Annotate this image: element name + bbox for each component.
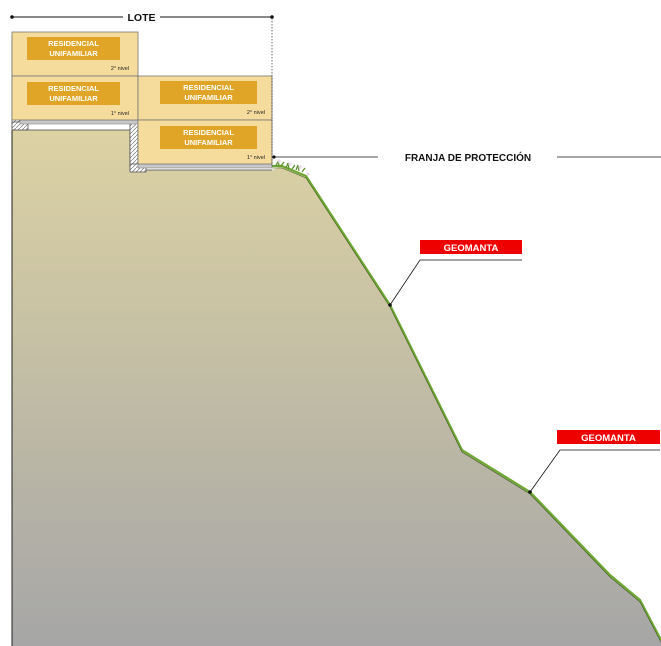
building-2-floor-1-level: 1° nivel bbox=[247, 155, 265, 161]
building-1-floor-1-label-line2: UNIFAMILIAR bbox=[49, 94, 98, 103]
lote-dimension-left-dot bbox=[10, 15, 14, 19]
building-2-floor-1-label-line1: RESIDENCIAL bbox=[183, 128, 234, 137]
slab-right bbox=[137, 163, 273, 169]
building-2: RESIDENCIAL UNIFAMILIAR 2° nivel RESIDEN… bbox=[137, 75, 273, 165]
building-1-floor-1-level: 1° nivel bbox=[111, 111, 129, 117]
geomanta-upper-leader-dot bbox=[388, 303, 392, 307]
geomanta-lower-leader-dot bbox=[528, 490, 532, 494]
protection-strip-leader-dot bbox=[272, 155, 276, 159]
building-1-floor-1-label-box bbox=[27, 82, 120, 105]
protection-strip-label: FRANJA DE PROTECCIÓN bbox=[405, 151, 531, 164]
foundation-right-wall bbox=[129, 121, 139, 167]
geomanta-callout-upper: GEOMANTA bbox=[388, 240, 522, 307]
building-1-floor-2-level: 2° nivel bbox=[111, 66, 129, 72]
geomanta-lower-label: GEOMANTA bbox=[581, 433, 636, 444]
building-1-floor-1-label-line1: RESIDENCIAL bbox=[48, 84, 99, 93]
lote-dimension-right-dot bbox=[270, 15, 274, 19]
building-2-floor-2-label-line2: UNIFAMILIAR bbox=[184, 93, 233, 102]
slope-edge-line bbox=[272, 167, 661, 643]
geomanta-upper-leader bbox=[389, 259, 522, 306]
slab-left bbox=[19, 119, 139, 125]
geomanta-callout-lower: GEOMANTA bbox=[528, 430, 660, 494]
building-2-floor-2-level: 2° nivel bbox=[247, 110, 265, 116]
building-2-floor-2-label-box bbox=[160, 81, 257, 104]
geomanta-line bbox=[272, 164, 661, 641]
lote-title: LOTE bbox=[128, 12, 156, 24]
protection-strip-flowers bbox=[277, 159, 310, 176]
building-2-floor-2-label-line1: RESIDENCIAL bbox=[183, 83, 234, 92]
building-1: RESIDENCIAL UNIFAMILIAR 2° nivel RESIDEN… bbox=[11, 31, 139, 121]
geomanta-upper-label: GEOMANTA bbox=[444, 243, 499, 254]
geomanta-lower-leader bbox=[529, 449, 660, 493]
building-1-floor-2-label-box bbox=[27, 37, 120, 60]
building-2-floor-1-label-box bbox=[160, 126, 257, 149]
geomanta-lower-tag bbox=[557, 430, 660, 444]
geomanta-upper-tag bbox=[420, 240, 522, 254]
building-1-floor-2-label-line2: UNIFAMILIAR bbox=[49, 49, 98, 58]
terrain-soil bbox=[12, 130, 661, 646]
protection-strip-callout: FRANJA DE PROTECCIÓN bbox=[272, 151, 661, 164]
building-1-floor-2-label-line1: RESIDENCIAL bbox=[48, 39, 99, 48]
building-2-floor-1-label-line2: UNIFAMILIAR bbox=[184, 138, 233, 147]
lote-dimension: LOTE bbox=[10, 12, 274, 166]
protection-strip-vegetation bbox=[275, 159, 306, 173]
